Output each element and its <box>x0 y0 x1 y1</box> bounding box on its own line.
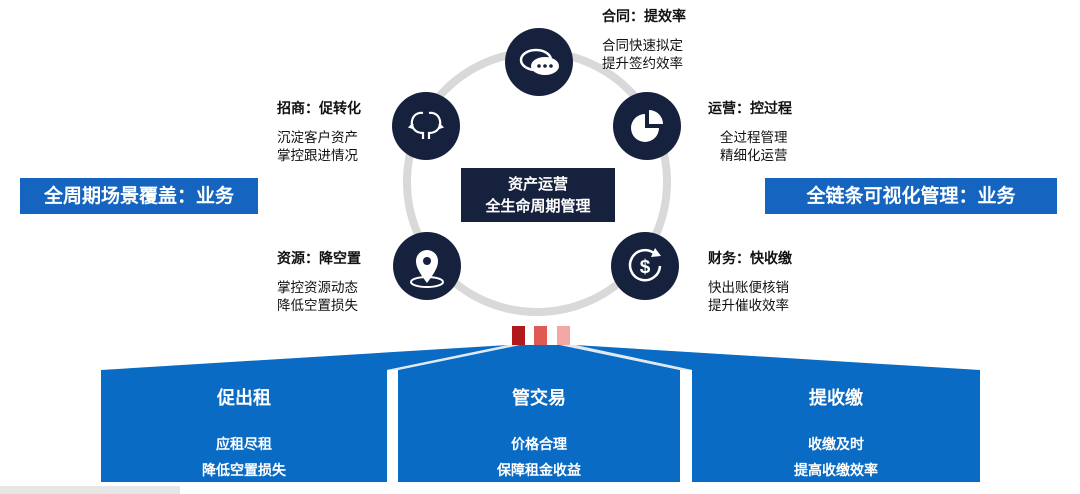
panel-text-right: 提收缴 收缴及时 提高收缴效率 <box>692 384 980 484</box>
node-title-resources: 资源：降空置 <box>277 251 361 267</box>
pie-chart-icon <box>631 110 663 142</box>
node-contract <box>505 28 573 96</box>
node-text-operations: 运营：控过程 全过程管理 精细化运营 <box>708 100 792 165</box>
panel-title-middle: 管交易 <box>512 388 566 409</box>
center-label-line1: 资产运营 <box>507 175 568 193</box>
node-line: 提升签约效率 <box>602 56 683 73</box>
panel-top-band-left <box>387 345 520 370</box>
panel-line: 应租尽租 <box>216 437 272 453</box>
node-title-contract: 合同：提效率 <box>602 9 686 25</box>
panel-title-left: 促出租 <box>217 388 271 409</box>
panel-text-middle: 管交易 价格合理 保障租金收益 <box>398 384 680 484</box>
node-title-operations: 运营：控过程 <box>708 101 792 117</box>
node-line: 沉淀客户资产 <box>277 129 358 146</box>
side-label-right: 全链条可视化管理：业务 <box>765 178 1057 214</box>
bottom-panel-right <box>575 345 980 482</box>
side-label-left: 全周期场景覆盖：业务 <box>20 178 258 214</box>
node-line: 降低空置损失 <box>277 298 358 315</box>
node-text-investment: 招商：促转化 沉淀客户资产 掌控跟进情况 <box>277 100 361 165</box>
node-text-contract: 合同：提效率 合同快速拟定 提升签约效率 <box>602 8 686 73</box>
panel-line: 保障租金收益 <box>497 463 581 479</box>
node-investment <box>392 92 460 160</box>
center-label: 资产运营 全生命周期管理 <box>461 168 615 222</box>
node-line: 全过程管理 <box>720 129 788 146</box>
bottom-panel-left <box>101 345 508 482</box>
panel-line: 价格合理 <box>511 437 567 453</box>
panel-title-right: 提收缴 <box>809 388 863 409</box>
bottom-panel-middle <box>398 345 680 482</box>
location-pin-icon <box>410 250 444 288</box>
panel-line: 提高收缴效率 <box>794 463 878 479</box>
node-line: 提升催收效率 <box>708 298 789 315</box>
panel-line: 收缴及时 <box>808 437 864 453</box>
node-text-resources: 资源：降空置 掌控资源动态 降低空置损失 <box>277 250 361 315</box>
connector-bar-dark <box>512 326 525 346</box>
dollar-refresh-icon: $ <box>628 248 662 282</box>
two-heads-icon <box>407 111 445 139</box>
node-line: 合同快速拟定 <box>602 37 683 54</box>
node-line: 掌控跟进情况 <box>277 148 358 165</box>
node-operations <box>613 92 681 160</box>
node-finance: $ <box>611 232 679 300</box>
connector-bar-light <box>557 326 570 346</box>
panel-line: 降低空置损失 <box>202 463 286 479</box>
panel-top-band-right <box>560 345 692 370</box>
svg-text:$: $ <box>640 257 651 278</box>
node-title-investment: 招商：促转化 <box>277 101 361 117</box>
node-line: 掌控资源动态 <box>277 279 358 296</box>
node-line: 精细化运营 <box>720 148 788 165</box>
center-label-line2: 全生命周期管理 <box>485 197 591 215</box>
bottom-strip <box>0 486 180 494</box>
node-title-finance: 财务：快收缴 <box>708 251 792 267</box>
node-line: 快出账便核销 <box>708 279 789 296</box>
node-text-finance: 财务：快收缴 快出账便核销 提升催收效率 <box>708 250 792 315</box>
chat-bubble-icon <box>519 48 559 75</box>
panel-text-left: 促出租 应租尽租 降低空置损失 <box>101 384 387 484</box>
node-resources <box>393 232 461 300</box>
connector-bar-mid <box>534 326 547 346</box>
